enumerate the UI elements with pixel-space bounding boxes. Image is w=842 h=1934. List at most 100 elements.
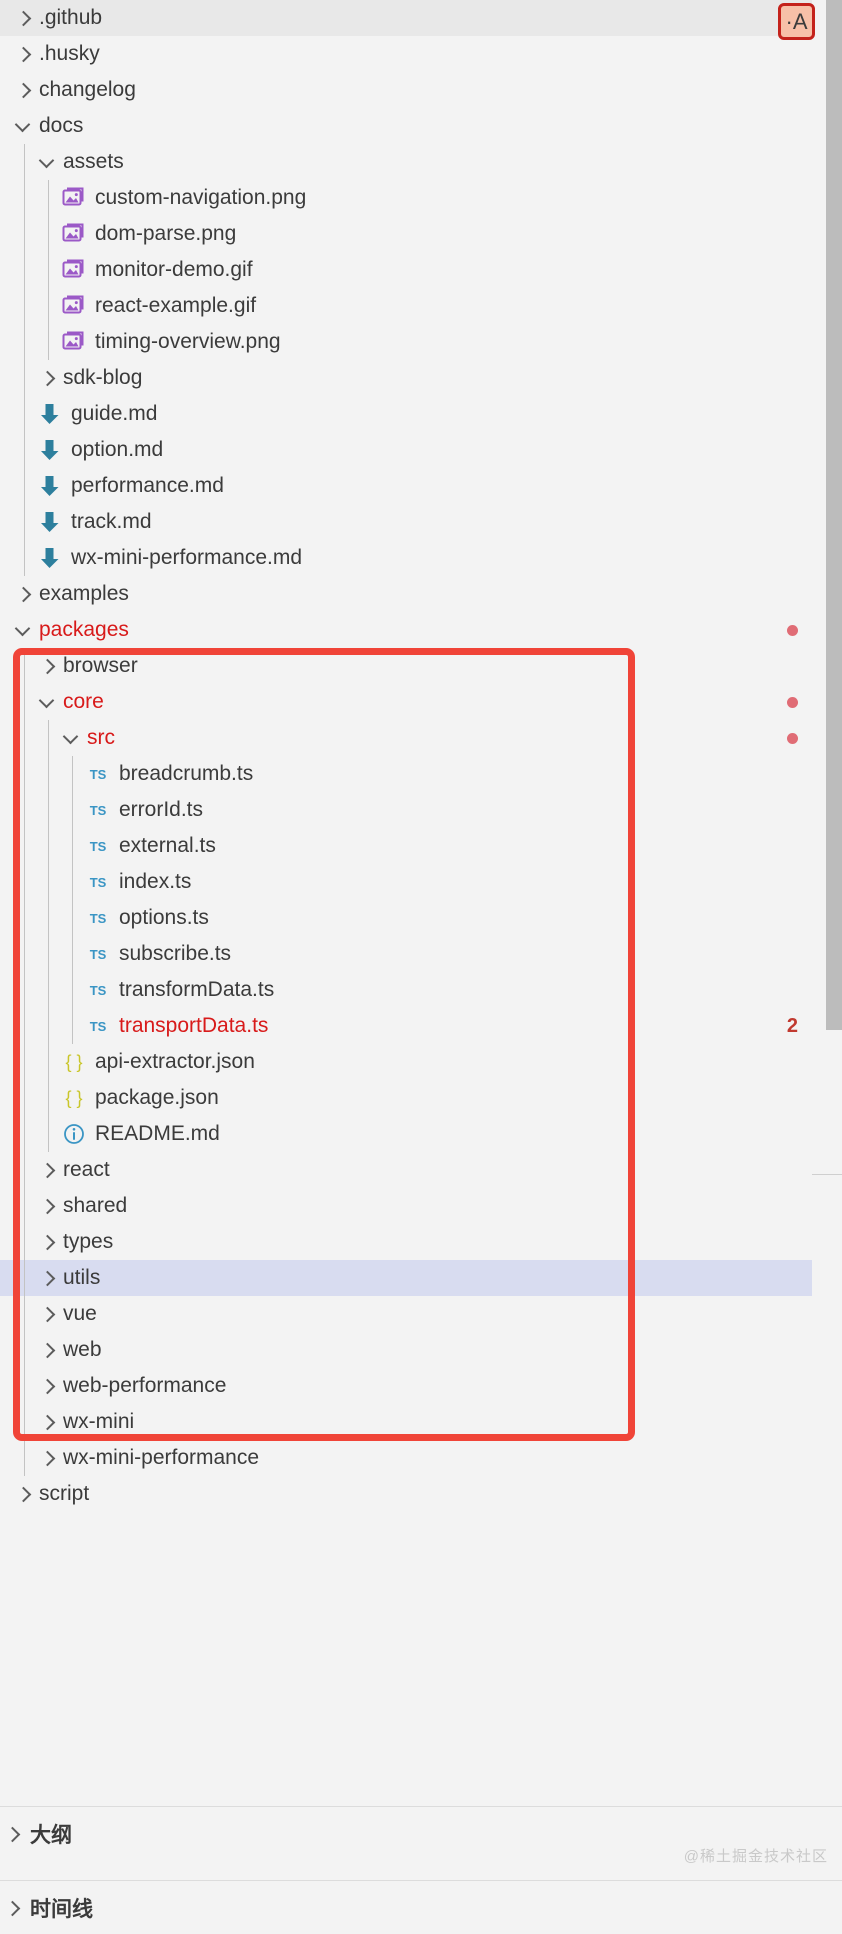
chevron-right-icon[interactable] bbox=[37, 1267, 59, 1289]
viewport-edge-marker bbox=[812, 1174, 842, 1175]
svg-text:TS: TS bbox=[90, 875, 107, 890]
chevron-down-icon[interactable] bbox=[37, 691, 59, 713]
tree-item-folder[interactable]: shared bbox=[0, 1188, 812, 1224]
tree-item-file[interactable]: track.md bbox=[0, 504, 812, 540]
explorer-scrollbar-thumb[interactable] bbox=[826, 0, 842, 1030]
tree-item-folder[interactable]: packages bbox=[0, 612, 812, 648]
tree-item-folder[interactable]: src bbox=[0, 720, 812, 756]
tree-item-folder[interactable]: docs bbox=[0, 108, 812, 144]
ts-icon: TS bbox=[85, 1013, 111, 1039]
tree-item-file[interactable]: wx-mini-performance.md bbox=[0, 540, 812, 576]
tree-item-label: transportData.ts bbox=[119, 1014, 269, 1037]
tree-item-file[interactable]: performance.md bbox=[0, 468, 812, 504]
readme-info-icon bbox=[61, 1121, 87, 1147]
tree-item-folder[interactable]: wx-mini-performance bbox=[0, 1440, 812, 1476]
tree-item-folder[interactable]: vue bbox=[0, 1296, 812, 1332]
tree-item-label: subscribe.ts bbox=[119, 942, 232, 965]
tree-item-file[interactable]: guide.md bbox=[0, 396, 812, 432]
tree-item-folder[interactable]: changelog bbox=[0, 72, 812, 108]
tree-item-label: changelog bbox=[39, 78, 136, 101]
chevron-right-icon[interactable] bbox=[37, 1231, 59, 1253]
chevron-down-icon[interactable] bbox=[13, 115, 35, 137]
chevron-right-icon[interactable] bbox=[37, 1195, 59, 1217]
tree-item-file[interactable]: react-example.gif bbox=[0, 288, 812, 324]
tree-item-file[interactable]: README.md bbox=[0, 1116, 812, 1152]
tree-item-folder[interactable]: wx-mini bbox=[0, 1404, 812, 1440]
tree-item-label: wx-mini-performance.md bbox=[71, 546, 303, 569]
ts-icon: TS bbox=[85, 869, 111, 895]
chevron-right-icon[interactable] bbox=[37, 367, 59, 389]
tree-item-label: wx-mini-performance bbox=[63, 1446, 260, 1469]
tree-item-folder[interactable]: assets bbox=[0, 144, 812, 180]
chevron-down-icon[interactable] bbox=[37, 151, 59, 173]
tree-item-folder[interactable]: utils bbox=[0, 1260, 812, 1296]
tree-item-label: browser bbox=[63, 654, 138, 677]
tree-item-label: monitor-demo.gif bbox=[95, 258, 253, 281]
chevron-down-icon[interactable] bbox=[13, 619, 35, 641]
chevron-down-icon[interactable] bbox=[61, 727, 83, 749]
tree-item-folder[interactable]: web bbox=[0, 1332, 812, 1368]
tree-item-folder[interactable]: browser bbox=[0, 648, 812, 684]
tree-item-label: web bbox=[63, 1338, 102, 1361]
tree-item-folder[interactable]: .github bbox=[0, 0, 812, 36]
chevron-right-icon[interactable] bbox=[13, 1483, 35, 1505]
tree-item-folder[interactable]: web-performance bbox=[0, 1368, 812, 1404]
chevron-right-icon[interactable] bbox=[13, 79, 35, 101]
pane-timeline[interactable]: 时间线 bbox=[0, 1880, 842, 1934]
chevron-right-icon[interactable] bbox=[37, 1411, 59, 1433]
chevron-right-icon[interactable] bbox=[37, 655, 59, 677]
image-icon bbox=[61, 293, 87, 319]
tree-item-folder[interactable]: react bbox=[0, 1152, 812, 1188]
tree-item-folder[interactable]: sdk-blog bbox=[0, 360, 812, 396]
git-status-badge-added[interactable]: ·A bbox=[778, 3, 815, 40]
svg-text:TS: TS bbox=[90, 1019, 107, 1034]
tree-item-label: web-performance bbox=[63, 1374, 227, 1397]
tree-item-label: external.ts bbox=[119, 834, 216, 857]
chevron-right-icon[interactable] bbox=[13, 7, 35, 29]
tree-item-folder[interactable]: .husky bbox=[0, 36, 812, 72]
tree-item-file[interactable]: TS external.ts bbox=[0, 828, 812, 864]
tree-item-label: dom-parse.png bbox=[95, 222, 237, 245]
svg-text:TS: TS bbox=[90, 839, 107, 854]
tree-item-label: src bbox=[87, 726, 115, 749]
tree-item-folder[interactable]: types bbox=[0, 1224, 812, 1260]
chevron-right-icon bbox=[2, 1897, 24, 1919]
tree-item-file[interactable]: monitor-demo.gif bbox=[0, 252, 812, 288]
modified-dot-indicator bbox=[787, 696, 798, 708]
chevron-right-icon[interactable] bbox=[37, 1159, 59, 1181]
chevron-right-icon[interactable] bbox=[13, 583, 35, 605]
tree-item-file[interactable]: option.md bbox=[0, 432, 812, 468]
tree-item-file[interactable]: { }api-extractor.json bbox=[0, 1044, 812, 1080]
tree-item-file[interactable]: { }package.json bbox=[0, 1080, 812, 1116]
tree-item-file[interactable]: timing-overview.png bbox=[0, 324, 812, 360]
chevron-right-icon[interactable] bbox=[37, 1339, 59, 1361]
watermark-text: @稀土掘金技术社区 bbox=[683, 1848, 828, 1865]
pane-outline[interactable]: 大纲 bbox=[0, 1806, 842, 1860]
ts-icon: TS bbox=[85, 833, 111, 859]
tree-item-label: utils bbox=[63, 1266, 101, 1289]
image-icon bbox=[61, 185, 87, 211]
tree-item-label: react-example.gif bbox=[95, 294, 257, 317]
tree-item-label: types bbox=[63, 1230, 114, 1253]
tree-item-folder[interactable]: core bbox=[0, 684, 812, 720]
chevron-right-icon[interactable] bbox=[13, 43, 35, 65]
tree-item-file[interactable]: custom-navigation.png bbox=[0, 180, 812, 216]
tree-item-label: option.md bbox=[71, 438, 164, 461]
tree-item-folder[interactable]: examples bbox=[0, 576, 812, 612]
chevron-right-icon[interactable] bbox=[37, 1375, 59, 1397]
ts-icon: TS bbox=[85, 797, 111, 823]
explorer-scrollbar-track[interactable] bbox=[826, 0, 842, 1806]
tree-item-folder[interactable]: script bbox=[0, 1476, 812, 1512]
tree-item-file[interactable]: dom-parse.png bbox=[0, 216, 812, 252]
chevron-right-icon[interactable] bbox=[37, 1303, 59, 1325]
chevron-right-icon[interactable] bbox=[37, 1447, 59, 1469]
